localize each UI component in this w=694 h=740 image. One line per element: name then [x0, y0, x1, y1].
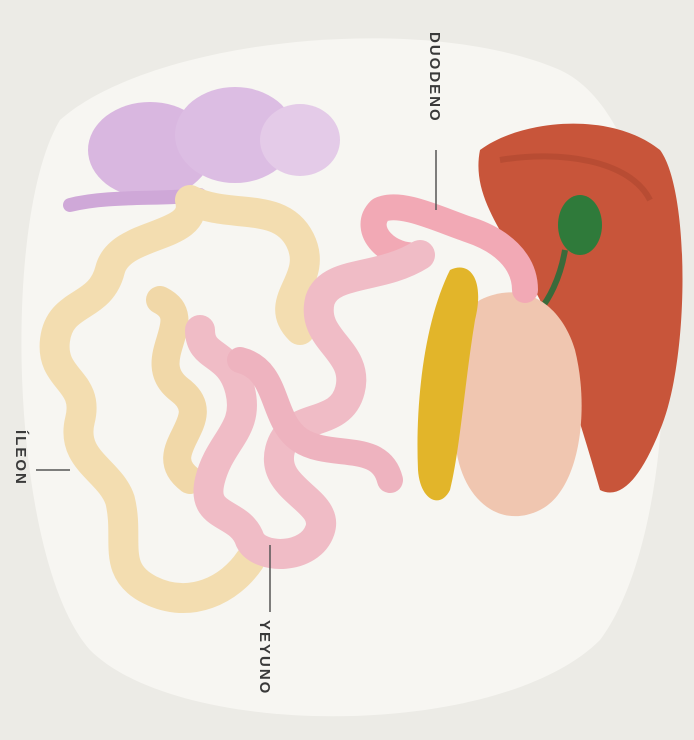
gallbladder	[558, 195, 602, 255]
label-duodeno: DUODENO	[426, 32, 443, 123]
label-ileon: ÍLEON	[12, 430, 29, 486]
label-yeyuno: YEYUNO	[256, 620, 273, 695]
